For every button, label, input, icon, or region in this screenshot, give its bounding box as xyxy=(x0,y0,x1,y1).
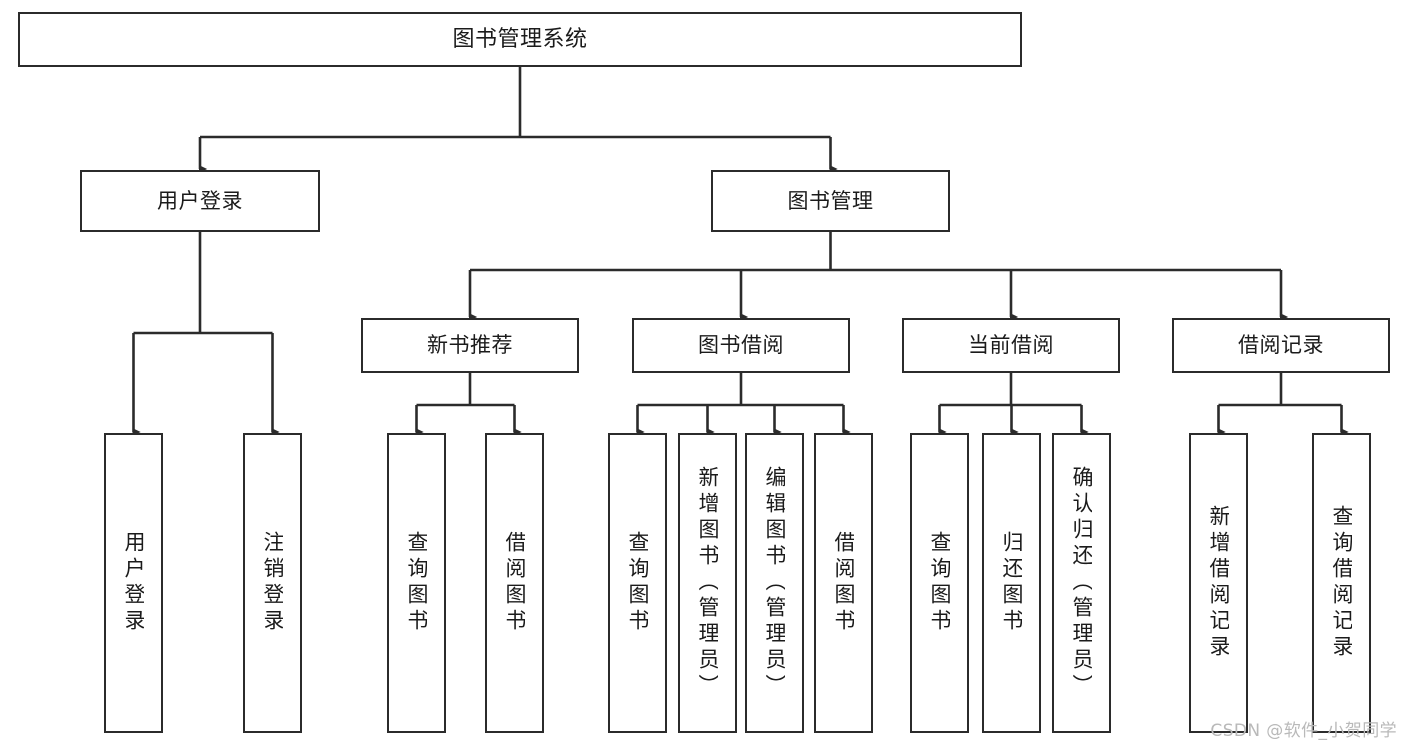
node-borrow-record[interactable]: 借阅记录 xyxy=(1172,318,1390,373)
node-leaf-query-book-2-label: 查询图书 xyxy=(627,531,648,635)
node-leaf-confirm-return-label: 确认归还（管理员） xyxy=(1071,466,1092,700)
node-current-borrow-label: 当前借阅 xyxy=(968,333,1054,358)
node-leaf-add-record-label: 新增借阅记录 xyxy=(1208,505,1229,661)
node-book-manage-label: 图书管理 xyxy=(787,188,874,213)
node-user-login-label: 用户登录 xyxy=(157,188,243,213)
node-leaf-borrow-book-2-label: 借阅图书 xyxy=(833,531,854,635)
node-leaf-borrow-book-1[interactable]: 借阅图书 xyxy=(485,433,544,733)
edges-group xyxy=(132,67,1349,436)
node-leaf-query-book-2[interactable]: 查询图书 xyxy=(608,433,667,733)
node-leaf-edit-book[interactable]: 编辑图书（管理员） xyxy=(745,433,804,733)
node-leaf-query-book-1-label: 查询图书 xyxy=(406,531,427,635)
node-leaf-user-login-label: 用户登录 xyxy=(123,531,144,635)
node-leaf-add-book[interactable]: 新增图书（管理员） xyxy=(678,433,737,733)
node-leaf-user-login[interactable]: 用户登录 xyxy=(104,433,163,733)
node-leaf-return-book[interactable]: 归还图书 xyxy=(982,433,1041,733)
node-book-borrow-label: 图书借阅 xyxy=(698,333,784,358)
node-leaf-borrow-book-2[interactable]: 借阅图书 xyxy=(814,433,873,733)
node-user-login[interactable]: 用户登录 xyxy=(80,170,320,232)
node-leaf-query-record[interactable]: 查询借阅记录 xyxy=(1312,433,1371,733)
node-leaf-logout[interactable]: 注销登录 xyxy=(243,433,302,733)
node-root[interactable]: 图书管理系统 xyxy=(18,12,1022,67)
node-current-borrow[interactable]: 当前借阅 xyxy=(902,318,1120,373)
node-new-book-recommend[interactable]: 新书推荐 xyxy=(361,318,579,373)
node-borrow-record-label: 借阅记录 xyxy=(1238,333,1324,358)
node-leaf-return-book-label: 归还图书 xyxy=(1001,531,1022,635)
node-leaf-query-book-1[interactable]: 查询图书 xyxy=(387,433,446,733)
node-leaf-add-record[interactable]: 新增借阅记录 xyxy=(1189,433,1248,733)
node-leaf-query-book-3[interactable]: 查询图书 xyxy=(910,433,969,733)
node-leaf-query-book-3-label: 查询图书 xyxy=(929,531,950,635)
node-leaf-query-record-label: 查询借阅记录 xyxy=(1331,505,1352,661)
node-leaf-borrow-book-1-label: 借阅图书 xyxy=(504,531,525,635)
node-book-borrow[interactable]: 图书借阅 xyxy=(632,318,850,373)
node-leaf-confirm-return[interactable]: 确认归还（管理员） xyxy=(1052,433,1111,733)
watermark: CSDN @软件_小贺同学 xyxy=(1210,721,1397,741)
node-leaf-edit-book-label: 编辑图书（管理员） xyxy=(764,466,785,700)
node-book-manage[interactable]: 图书管理 xyxy=(711,170,950,232)
node-leaf-logout-label: 注销登录 xyxy=(262,531,283,635)
node-new-book-recommend-label: 新书推荐 xyxy=(427,333,513,358)
node-root-label: 图书管理系统 xyxy=(452,26,588,52)
node-leaf-add-book-label: 新增图书（管理员） xyxy=(697,466,718,700)
